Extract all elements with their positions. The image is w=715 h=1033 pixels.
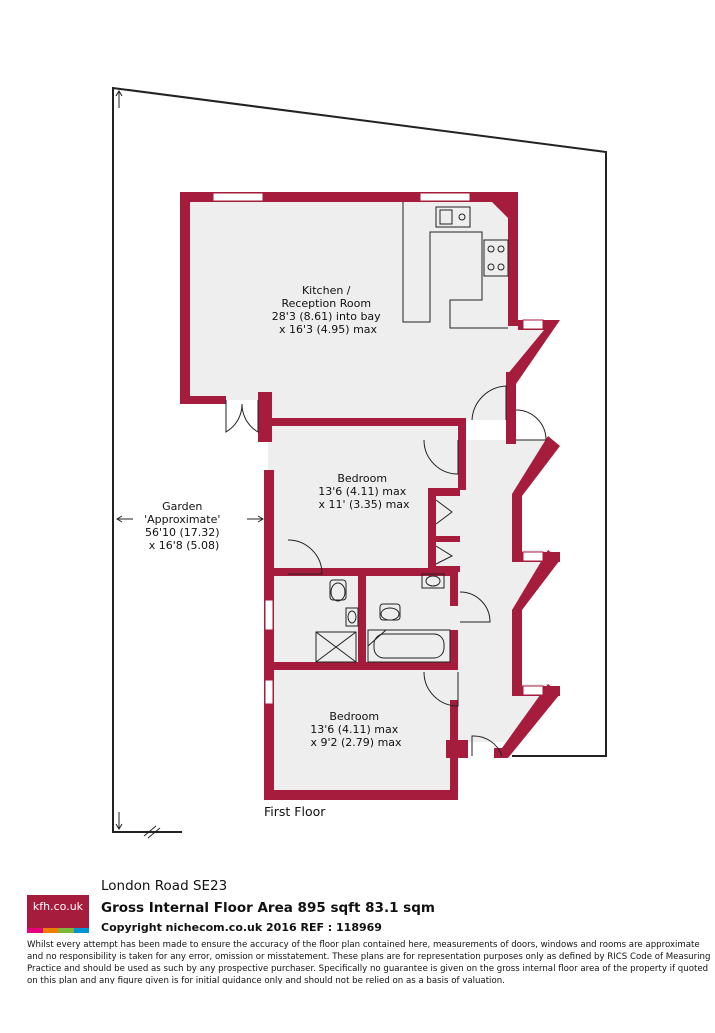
gross-floor-area: Gross Internal Floor Area 895 sqft 83.1 … <box>101 900 435 916</box>
property-address: London Road SE23 <box>101 878 228 894</box>
bathroom-fittings <box>315 573 451 663</box>
garden-dimension-arrows <box>115 90 264 839</box>
garden-label: Garden 'Approximate' 56'10 (17.32) x 16'… <box>144 500 224 552</box>
kitchen-fittings <box>402 202 509 329</box>
windows <box>212 192 544 705</box>
kfh-logo: kfh.co.uk <box>27 895 89 933</box>
logo-bar-segment <box>73 928 89 933</box>
disclaimer-text: Whilst every attempt has been made to en… <box>27 940 711 984</box>
walls <box>180 192 560 800</box>
floor-area <box>186 198 553 796</box>
logo-bar-segment <box>42 928 58 933</box>
door-swings <box>225 385 547 757</box>
kitchen-label: Kitchen / Reception Room 28'3 (8.61) int… <box>272 284 384 336</box>
floor-plan: Kitchen / Reception Room 28'3 (8.61) int… <box>112 86 607 839</box>
floor-label: First Floor <box>264 804 326 819</box>
logo-color-bar <box>27 928 89 933</box>
logo-bar-segment <box>27 928 43 933</box>
garden-boundary <box>112 86 607 833</box>
logo-text: kfh.co.uk <box>32 900 84 913</box>
bedroom-1-label: Bedroom 13'6 (4.11) max x 11' (3.35) max <box>318 472 410 511</box>
copyright-reference: Copyright nichecom.co.uk 2016 REF : 1189… <box>101 921 382 934</box>
logo-bar-segment <box>58 928 74 933</box>
bedroom-2-label: Bedroom 13'6 (4.11) max x 9'2 (2.79) max <box>310 710 402 749</box>
